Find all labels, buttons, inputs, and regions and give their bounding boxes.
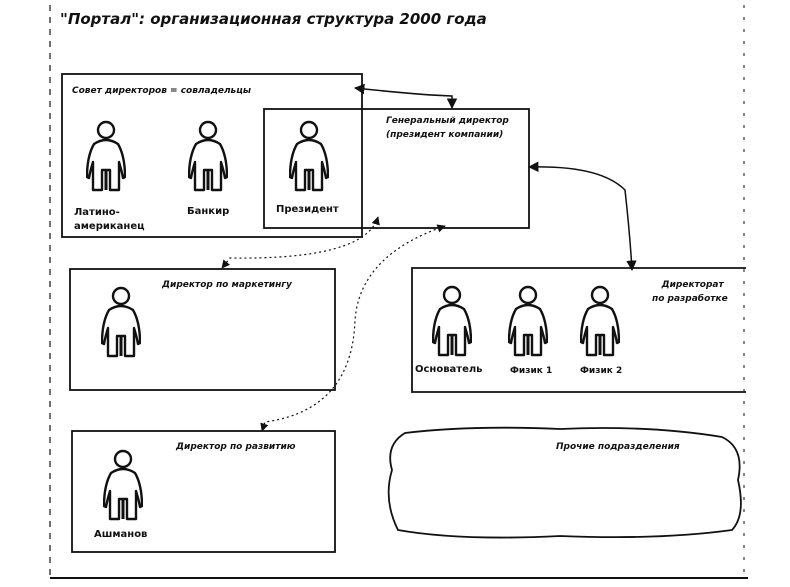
development-box [71,430,336,553]
board-label: Совет директоров = совладельцы [72,86,252,96]
member-ashmanov: Ашманов [94,529,148,540]
member-latino: Латино- американец [74,207,145,232]
other-units-cloud [387,426,742,539]
member-banker: Банкир [187,206,230,217]
person-icon [188,120,228,192]
person-icon [289,120,329,192]
marketing-label: Директор по маркетингу [162,280,292,290]
board-ceo-connector [353,83,458,110]
person-icon [580,285,620,357]
ceo-development-connector [260,224,446,432]
person-icon [101,286,141,358]
ceo-devdir-connector [527,161,637,272]
person-icon [86,120,126,192]
other-units-label: Прочие подразделения [556,442,680,452]
ceo-label: Генеральный директор (президент компании… [386,116,509,140]
person-icon [103,449,143,521]
development-label: Директор по развитию [176,442,296,452]
member-founder: Основатель [415,364,483,375]
member-president: Президент [276,204,339,215]
ceo-marketing-connector [221,216,380,269]
person-icon [508,285,548,357]
dev-dir-label: Директорат по разработке [652,280,728,304]
board-box [61,73,363,238]
member-physicist-2: Физик 2 [580,366,623,376]
diagram-title: "Портал": организационная структура 2000… [60,10,487,28]
person-icon [432,285,472,357]
member-physicist-1: Физик 1 [510,366,553,376]
